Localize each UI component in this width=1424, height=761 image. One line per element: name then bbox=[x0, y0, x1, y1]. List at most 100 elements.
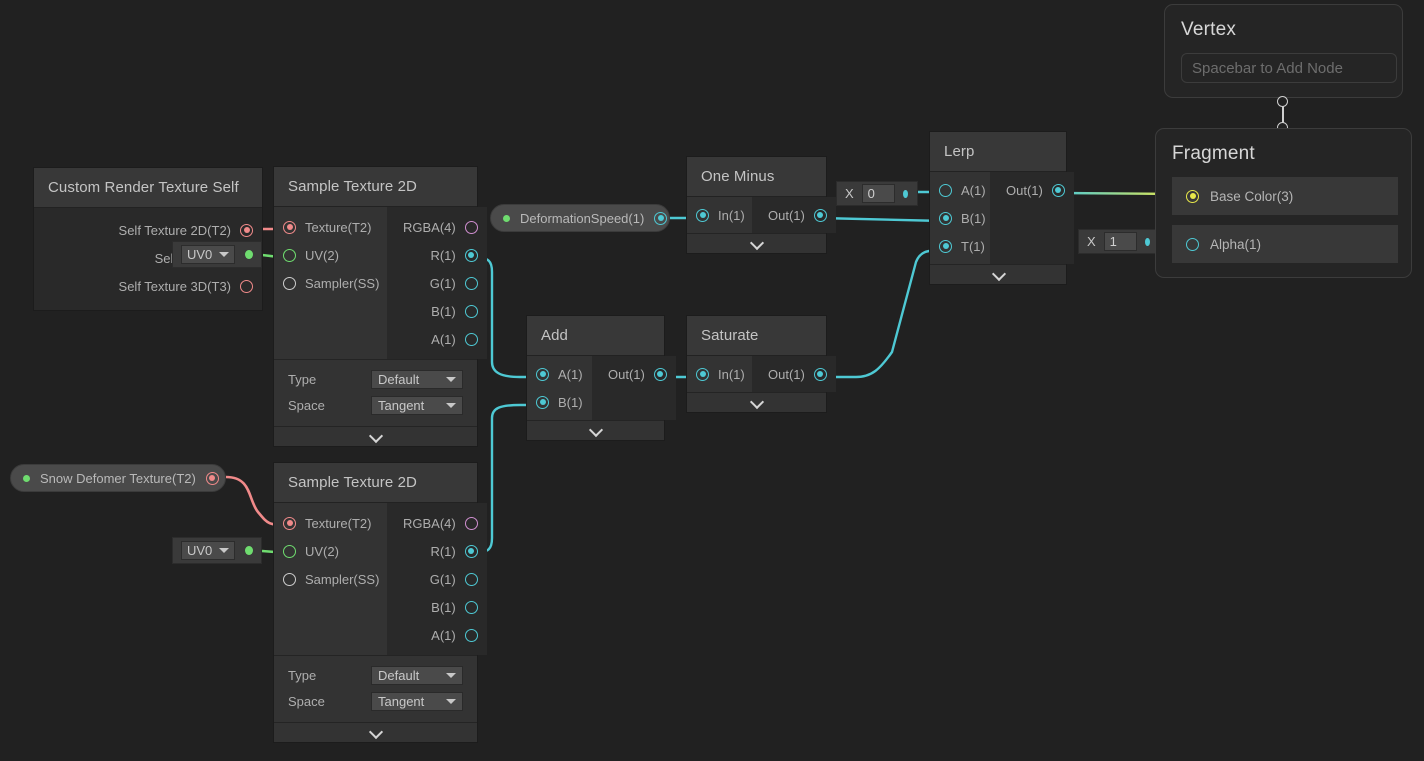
output-slot-icon[interactable] bbox=[464, 572, 478, 586]
node-sample-texture-2d-top[interactable]: Sample Texture 2D Texture(T2) UV(2) Samp… bbox=[273, 166, 487, 447]
output-slot-icon[interactable] bbox=[464, 332, 478, 346]
type-dropdown[interactable]: Default bbox=[371, 665, 463, 685]
uv-dropdown-bottom[interactable]: UV0 bbox=[181, 541, 236, 560]
output-port-g[interactable]: G(1) bbox=[387, 565, 487, 593]
space-dropdown[interactable]: Tangent bbox=[371, 691, 463, 711]
param-type[interactable]: Type Default bbox=[274, 366, 477, 392]
output-port-rgba[interactable]: RGBA(4) bbox=[387, 213, 487, 241]
node-sample-texture-2d-bottom[interactable]: Sample Texture 2D Texture(T2) UV(2) Samp… bbox=[273, 462, 487, 743]
input-port-texture[interactable]: Texture(T2) bbox=[274, 213, 387, 241]
node-collapse-toggle[interactable] bbox=[527, 420, 664, 440]
uv-channel-widget-top[interactable]: UV0 bbox=[172, 241, 262, 268]
input-port-sampler[interactable]: Sampler(SS) bbox=[274, 565, 387, 593]
block-base-color[interactable]: Base Color(3) bbox=[1172, 177, 1398, 215]
output-slot-icon[interactable] bbox=[1051, 183, 1065, 197]
master-stack-vertex[interactable]: Vertex Spacebar to Add Node bbox=[1164, 4, 1403, 98]
output-port-b[interactable]: B(1) bbox=[387, 297, 487, 325]
node-add[interactable]: Add A(1) B(1) Out(1) bbox=[526, 315, 676, 441]
input-port-b[interactable]: B(1) bbox=[527, 388, 592, 416]
space-dropdown[interactable]: Tangent bbox=[371, 395, 463, 415]
output-slot-icon[interactable] bbox=[813, 367, 827, 381]
vertex-stack-anchor[interactable] bbox=[1277, 96, 1288, 107]
input-slot-icon[interactable] bbox=[939, 239, 952, 253]
output-port-out[interactable]: Out(1) bbox=[752, 201, 836, 229]
add-node-hint-vertex[interactable]: Spacebar to Add Node bbox=[1181, 53, 1397, 83]
input-port-a[interactable]: A(1) bbox=[527, 360, 592, 388]
output-slot-icon[interactable] bbox=[813, 208, 827, 222]
node-collapse-toggle[interactable] bbox=[274, 426, 477, 446]
master-stack-fragment[interactable]: Fragment Base Color(3) Alpha(1) bbox=[1155, 128, 1412, 278]
node-one-minus[interactable]: One Minus In(1) Out(1) bbox=[686, 156, 836, 254]
output-slot-icon[interactable] bbox=[464, 276, 478, 290]
output-slot-icon[interactable] bbox=[464, 600, 478, 614]
output-slot-icon[interactable] bbox=[464, 304, 478, 318]
input-port-in[interactable]: In(1) bbox=[687, 201, 752, 229]
property-deformation-speed[interactable]: DeformationSpeed(1) bbox=[490, 204, 670, 232]
float-output-dot[interactable] bbox=[903, 189, 908, 198]
input-slot-icon[interactable] bbox=[1186, 189, 1199, 203]
output-port-a[interactable]: A(1) bbox=[387, 621, 487, 649]
property-snow-deformer-texture[interactable]: Snow Defomer Texture(T2) bbox=[10, 464, 226, 492]
input-port-uv[interactable]: UV(2) bbox=[274, 241, 387, 269]
input-slot-icon[interactable] bbox=[283, 248, 296, 262]
input-port-uv[interactable]: UV(2) bbox=[274, 537, 387, 565]
float-input-lerp-a[interactable]: 0 bbox=[861, 184, 896, 203]
output-port-r[interactable]: R(1) bbox=[387, 241, 487, 269]
input-port-a[interactable]: A(1) bbox=[930, 176, 990, 204]
uv-output-dot[interactable] bbox=[245, 250, 253, 259]
output-slot-icon[interactable] bbox=[654, 211, 668, 225]
input-port-in[interactable]: In(1) bbox=[687, 360, 752, 388]
port-self-texture-2d[interactable]: Self Texture 2D(T2) bbox=[34, 216, 262, 244]
param-space[interactable]: Space Tangent bbox=[274, 392, 477, 418]
input-slot-icon[interactable] bbox=[283, 544, 296, 558]
input-slot-icon[interactable] bbox=[536, 395, 549, 409]
output-port-rgba[interactable]: RGBA(4) bbox=[387, 509, 487, 537]
uv-output-dot[interactable] bbox=[245, 546, 253, 555]
output-slot-icon[interactable] bbox=[653, 367, 667, 381]
input-slot-icon[interactable] bbox=[283, 276, 296, 290]
output-slot-icon[interactable] bbox=[464, 628, 478, 642]
input-slot-icon[interactable] bbox=[696, 367, 709, 381]
output-port-out[interactable]: Out(1) bbox=[990, 176, 1074, 204]
param-type[interactable]: Type Default bbox=[274, 662, 477, 688]
input-slot-icon[interactable] bbox=[283, 220, 296, 234]
output-slot-icon[interactable] bbox=[464, 220, 478, 234]
input-slot-icon[interactable] bbox=[1186, 237, 1199, 251]
output-port-a[interactable]: A(1) bbox=[387, 325, 487, 353]
node-custom-render-texture-self[interactable]: Custom Render Texture Self Self Texture … bbox=[33, 167, 263, 311]
node-collapse-toggle[interactable] bbox=[274, 722, 477, 742]
output-port-r[interactable]: R(1) bbox=[387, 537, 487, 565]
output-slot-icon[interactable] bbox=[240, 223, 253, 237]
input-slot-icon[interactable] bbox=[696, 208, 709, 222]
node-collapse-toggle[interactable] bbox=[687, 233, 826, 253]
output-slot-icon[interactable] bbox=[464, 516, 478, 530]
param-space[interactable]: Space Tangent bbox=[274, 688, 477, 714]
output-port-g[interactable]: G(1) bbox=[387, 269, 487, 297]
output-port-out[interactable]: Out(1) bbox=[752, 360, 836, 388]
input-port-texture[interactable]: Texture(T2) bbox=[274, 509, 387, 537]
node-collapse-toggle[interactable] bbox=[687, 392, 826, 412]
node-collapse-toggle[interactable] bbox=[930, 264, 1066, 284]
output-slot-icon[interactable] bbox=[205, 471, 219, 485]
float-output-dot[interactable] bbox=[1145, 237, 1150, 246]
input-port-b[interactable]: B(1) bbox=[930, 204, 990, 232]
uv-dropdown-top[interactable]: UV0 bbox=[181, 245, 236, 264]
node-lerp[interactable]: Lerp A(1) B(1) T(1) Out(1) bbox=[929, 131, 1074, 285]
block-alpha[interactable]: Alpha(1) bbox=[1172, 225, 1398, 263]
output-port-b[interactable]: B(1) bbox=[387, 593, 487, 621]
output-slot-icon[interactable] bbox=[464, 248, 478, 262]
output-slot-icon[interactable] bbox=[464, 544, 478, 558]
output-port-out[interactable]: Out(1) bbox=[592, 360, 676, 388]
type-dropdown[interactable]: Default bbox=[371, 369, 463, 389]
input-slot-icon[interactable] bbox=[939, 183, 952, 197]
input-slot-icon[interactable] bbox=[283, 516, 296, 530]
input-slot-icon[interactable] bbox=[283, 572, 296, 586]
input-port-t[interactable]: T(1) bbox=[930, 232, 990, 260]
input-port-sampler[interactable]: Sampler(SS) bbox=[274, 269, 387, 297]
float-widget-alpha[interactable]: X 1 bbox=[1078, 229, 1160, 254]
input-slot-icon[interactable] bbox=[939, 211, 952, 225]
input-slot-icon[interactable] bbox=[536, 367, 549, 381]
uv-channel-widget-bottom[interactable]: UV0 bbox=[172, 537, 262, 564]
node-saturate[interactable]: Saturate In(1) Out(1) bbox=[686, 315, 836, 413]
